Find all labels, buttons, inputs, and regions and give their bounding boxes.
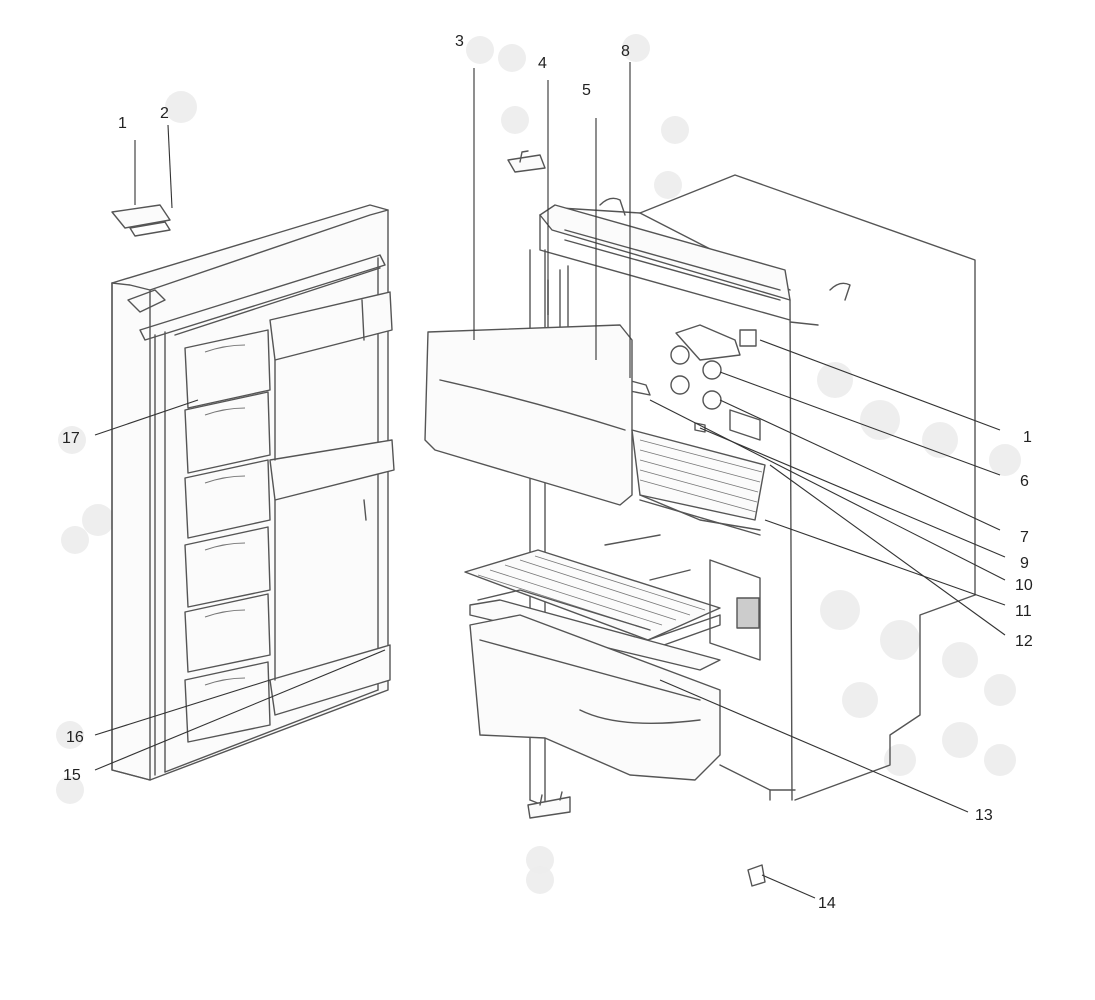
callout-labels: 1 2 3 4 5 8 1 6 7 9 10 11 12 13 14 15 16… xyxy=(62,33,1033,912)
callout-6: 6 xyxy=(1020,473,1029,490)
callout-8: 8 xyxy=(621,43,630,60)
cabinet-assembly xyxy=(424,174,976,813)
callout-16: 16 xyxy=(66,729,84,746)
callout-15: 15 xyxy=(63,767,81,784)
loose-hinge-bottom xyxy=(527,791,571,819)
upper-shelf-grid xyxy=(639,439,763,513)
callout-4: 4 xyxy=(538,55,547,72)
callout-5: 5 xyxy=(582,82,591,99)
hinge-cover-part xyxy=(111,204,171,237)
callout-1-top: 1 xyxy=(118,115,127,132)
callout-2: 2 xyxy=(160,105,169,122)
callout-7: 7 xyxy=(1020,529,1029,546)
callout-13: 13 xyxy=(975,807,993,824)
loose-pin xyxy=(747,864,766,887)
callout-10: 10 xyxy=(1015,577,1033,594)
leader-lines xyxy=(94,62,1006,899)
door-assembly xyxy=(111,204,395,781)
callout-9: 9 xyxy=(1020,555,1029,572)
callout-11: 11 xyxy=(1015,603,1032,620)
callout-3: 3 xyxy=(455,33,464,50)
callout-17: 17 xyxy=(62,430,80,447)
callout-12: 12 xyxy=(1015,633,1033,650)
callout-14: 14 xyxy=(818,895,836,912)
loose-hinge-top xyxy=(507,150,546,173)
callout-1-right: 1 xyxy=(1023,429,1032,446)
